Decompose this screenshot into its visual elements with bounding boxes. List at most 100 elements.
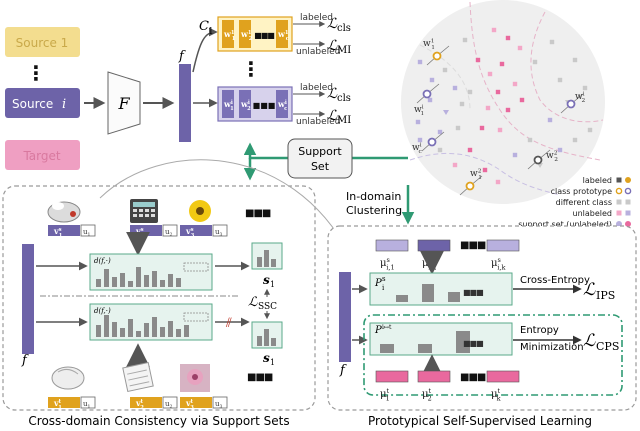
bottom-u-label-0-sub: 1	[88, 404, 91, 410]
source-i-index: i	[62, 97, 66, 112]
bottom-unlabeled-text: unlabeled	[296, 117, 340, 127]
mu-source-label-2-sup: s	[498, 256, 501, 264]
mu-target-label-0-main: μ	[380, 389, 387, 400]
prototype-3	[566, 99, 576, 109]
cps-dashed-box	[363, 314, 623, 396]
prototype-label-3-main: w	[575, 92, 583, 102]
top-v-tag-2	[180, 225, 212, 236]
legend-symbol-1-0	[615, 187, 623, 195]
prototype-label-3-sub: 2	[581, 98, 585, 104]
top-v-label-1-sup: s	[141, 227, 144, 233]
scatter-point-20	[505, 35, 511, 41]
minimization-label: Minimization	[520, 342, 584, 353]
left-bottom-hist-bar-1	[104, 315, 109, 337]
left-bottom-hist-bar-5	[136, 331, 141, 337]
s-bottom-label: s	[263, 351, 270, 365]
mu-source-label-2-sub: i,k	[497, 264, 505, 272]
clustering-line2: Clustering	[346, 204, 402, 217]
prototype-label-0-sub: 1	[431, 45, 435, 51]
loss-ips-L: ℒ	[583, 280, 596, 300]
p-source-label: P	[374, 278, 382, 289]
bottom-v-label-1-sub: 2	[140, 405, 144, 411]
left-bottom-hist-bar-2	[112, 322, 117, 337]
scatter-point-38	[495, 179, 501, 185]
loss-cls-top: ℒ cls	[327, 16, 351, 34]
p-target-hist-bar-1	[418, 344, 432, 353]
top-v-label-2-sup: s	[191, 227, 194, 233]
classifier-c-sub: 1	[208, 27, 214, 37]
top-u-label-2-main: u	[215, 228, 220, 236]
legend-label-1: class prototype	[551, 187, 612, 196]
mu-target-box-2	[486, 370, 520, 383]
prototype-2	[422, 89, 432, 99]
mu-source-more: ■■■	[460, 240, 486, 251]
bottom-u-label-2-main: u	[215, 400, 220, 408]
prototype-0	[432, 51, 442, 61]
legend-symbol-3-0	[616, 210, 622, 216]
s-top-box	[251, 242, 283, 270]
image-calculator	[130, 199, 158, 223]
prototype-label-4-sub: c	[418, 149, 421, 155]
top-u-label-1: u2	[165, 228, 173, 238]
bottom-u-label-2-sub: 3	[220, 404, 223, 410]
classifier-top-w-2-sub: 2	[249, 36, 253, 42]
loss-cls-bottom-sub: cls	[337, 93, 351, 104]
left-bottom-hist-bar-9	[168, 321, 173, 337]
bottom-labeled-text: labeled	[300, 83, 333, 93]
p-target-more: ■■■	[463, 339, 483, 348]
source-1-box: Source 1	[5, 27, 80, 57]
loss-cls-top-L: ℒ	[327, 16, 338, 32]
cluster-boundary-1	[469, 1, 601, 161]
loss-mi-bottom: ℒ MI	[327, 108, 351, 126]
scatter-point-18	[519, 97, 525, 103]
bottom-v-label-2-sub: 3	[190, 405, 194, 411]
classifier-bottom-w-1-main: w	[223, 99, 232, 109]
classifier-bottom-w-3-sub: c	[284, 106, 287, 112]
image-pink-flower	[180, 364, 210, 392]
scatter-point-7	[415, 119, 421, 125]
scatter-point-25	[549, 39, 555, 45]
scatter-point-41	[587, 127, 593, 133]
prototype-label-5-sub: 2	[554, 157, 558, 163]
image-flower	[189, 200, 211, 222]
scatter-point-15	[495, 89, 501, 95]
source-i-box: Source i	[5, 88, 80, 118]
p-target-sup: i↦t	[382, 324, 392, 331]
left-top-hist-bar-0	[96, 279, 101, 287]
scatter-point-22	[479, 125, 485, 131]
p-source-histogram: ■■■	[369, 272, 513, 306]
loss-cls-top-sub: cls	[337, 23, 351, 34]
loss-cps-L: ℒ	[583, 331, 596, 351]
classifier-top-w-3-main: w	[277, 29, 286, 39]
mu-source-label-0-sub: i,1	[386, 264, 394, 272]
target-label: Target	[22, 149, 60, 163]
loss-cps: ℒ CPS	[583, 331, 619, 353]
loss-mi-bottom-sub: MI	[337, 115, 351, 126]
scatter-point-19	[517, 45, 523, 51]
stop-gradient-mark: ⫽	[225, 316, 232, 331]
mu-target-label-1-main: μ	[422, 389, 429, 400]
prototype-label-4-sup: i	[420, 142, 422, 148]
cluster-boundary-4	[419, 44, 471, 111]
mu-target-label-0-sup: t	[387, 387, 390, 395]
image-mouse	[47, 201, 81, 223]
mu-source-box-2	[486, 239, 520, 252]
top-u-tag-0	[80, 224, 96, 237]
p-source-hist-bar-0	[396, 295, 408, 302]
target-box: Target	[5, 140, 80, 170]
prototype-label-1-sup: 2	[478, 168, 482, 174]
s-bottom-sub: 1	[270, 358, 275, 367]
loss-ssc: ℒ SSC	[248, 295, 277, 312]
source-i-label: Source	[12, 97, 53, 111]
classifier-bottom-ellipsis: ■■■	[253, 101, 276, 110]
entropy-label: Entropy	[520, 325, 559, 336]
top-labeled-text: labeled	[300, 13, 333, 23]
left-top-hist-bar-8	[160, 280, 165, 287]
mu-target-label-2-sup: t	[498, 387, 501, 395]
classifier-top-w-3-sup: 1	[285, 30, 289, 36]
top-unlabeled-text: unlabeled	[296, 47, 340, 57]
